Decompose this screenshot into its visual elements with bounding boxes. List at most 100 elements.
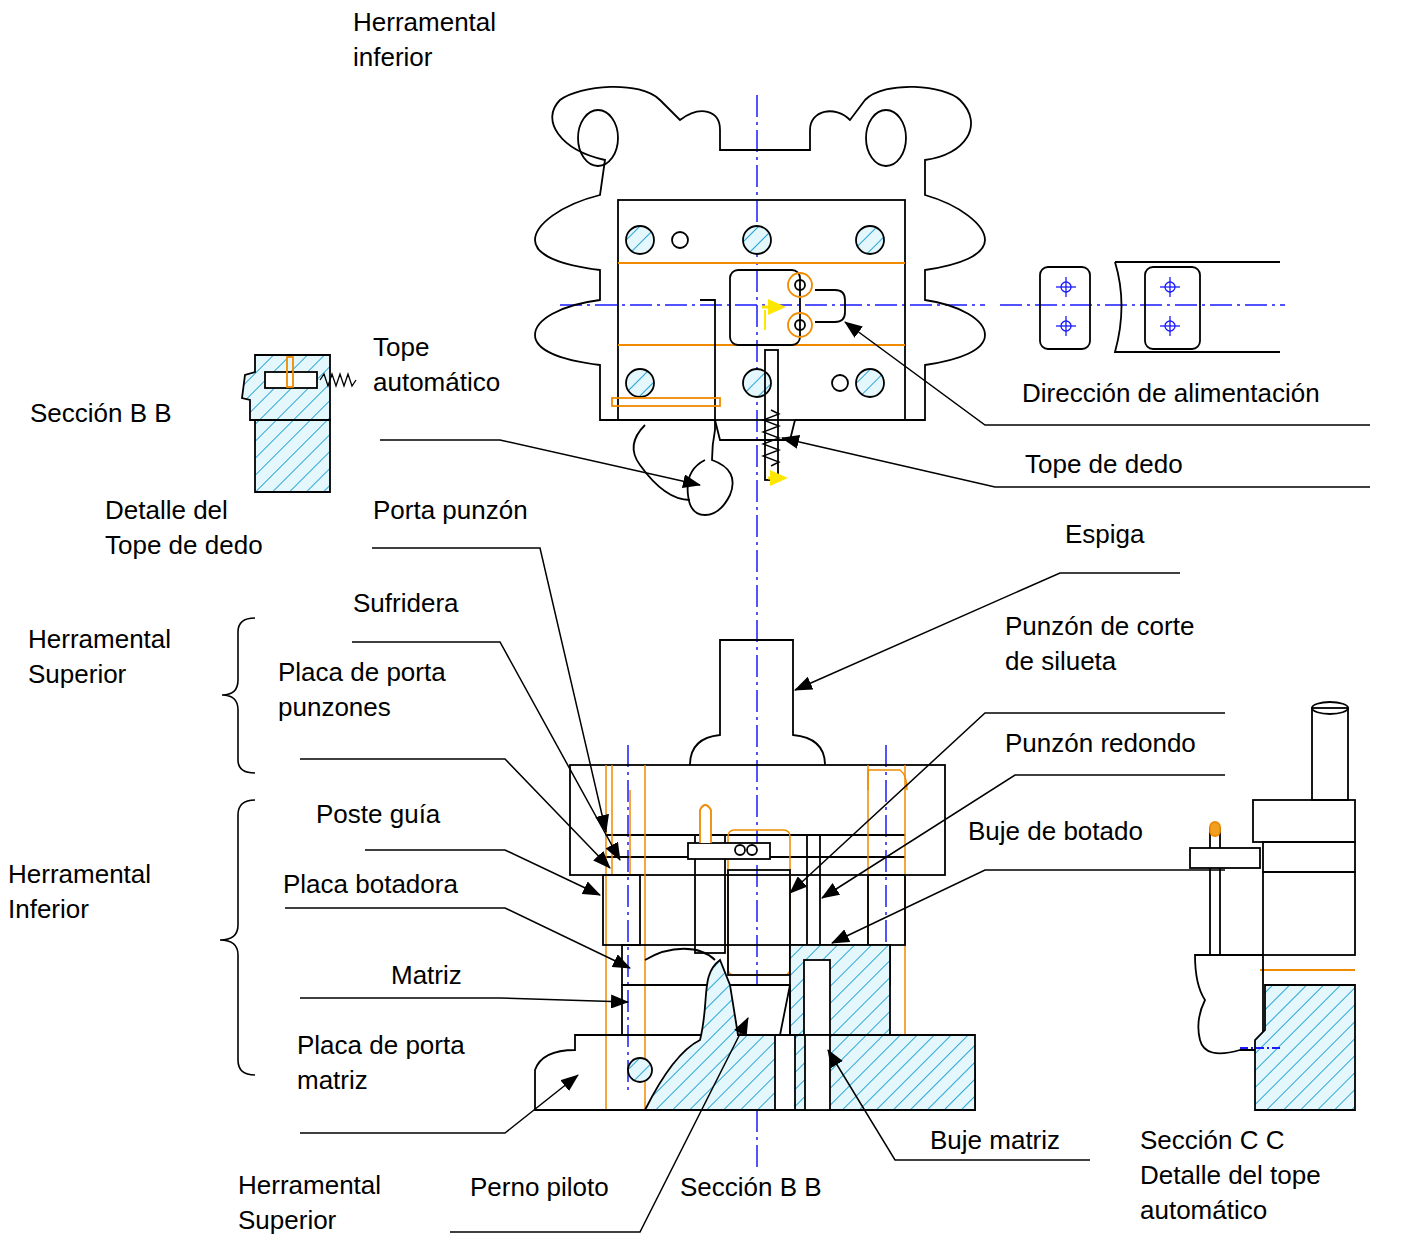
auto-stop-detail xyxy=(1263,842,1355,872)
leader-line xyxy=(300,759,610,868)
die-plan-view xyxy=(578,110,618,166)
part-label: Dirección de alimentación xyxy=(1022,376,1320,411)
die-section xyxy=(611,765,613,875)
die-plan-view xyxy=(856,369,884,397)
die-section xyxy=(535,640,975,1110)
strip-layout xyxy=(1056,277,1180,336)
die-plan-view xyxy=(626,226,884,397)
center-line xyxy=(1000,304,1285,306)
auto-stop-detail xyxy=(1312,708,1348,800)
part-label: Sufridera xyxy=(353,586,459,621)
brace xyxy=(220,800,255,1075)
die-section xyxy=(605,765,607,1110)
strip-layout xyxy=(1065,316,1066,336)
finger-stop-detail xyxy=(242,355,330,420)
brace xyxy=(222,618,255,773)
die-section xyxy=(690,640,825,765)
die-plan-view xyxy=(743,226,771,254)
finger-stop-detail xyxy=(287,357,293,387)
die-plan-view xyxy=(795,320,805,330)
die-section xyxy=(688,843,770,859)
auto-stop-detail xyxy=(1190,848,1260,868)
part-label: Tope de dedo xyxy=(1025,447,1183,482)
die-plan-view xyxy=(535,87,985,515)
leader-line xyxy=(300,998,628,1002)
die-section xyxy=(804,960,830,1035)
die-plan-view xyxy=(866,110,906,166)
part-label: Tope automático xyxy=(373,330,523,400)
die-plan-view xyxy=(856,226,884,254)
finger-stop-detail xyxy=(265,372,317,388)
strip-layout xyxy=(1040,262,1280,352)
die-section xyxy=(645,960,775,1110)
strip-layout xyxy=(1115,262,1280,352)
die-plan-view xyxy=(672,232,688,248)
die-section xyxy=(629,790,631,875)
leader-line xyxy=(782,438,1370,487)
die-plan-view xyxy=(535,87,985,440)
part-label: Placa de porta punzones xyxy=(278,655,473,725)
auto-stop-detail xyxy=(1210,828,1220,955)
leader-line xyxy=(380,440,700,485)
die-section xyxy=(790,945,890,1035)
auto-stop-detail xyxy=(1312,702,1348,714)
leader-line xyxy=(285,908,630,968)
die-section xyxy=(603,875,640,945)
die-plan-view xyxy=(612,398,720,406)
part-label: Herramental Inferior xyxy=(8,857,168,927)
die-plan-view xyxy=(795,280,805,290)
auto-stop-detail xyxy=(1240,1047,1280,1049)
part-label: Herramental inferior xyxy=(353,5,543,75)
center-line xyxy=(560,95,1285,1170)
die-section xyxy=(735,845,745,855)
die-section xyxy=(605,834,905,836)
part-label: Matriz xyxy=(391,958,462,993)
part-label: Sección C C xyxy=(1140,1123,1285,1158)
die-plan-view xyxy=(688,300,733,515)
leader-line xyxy=(845,322,1370,425)
auto-stop-detail xyxy=(1195,955,1263,1053)
leader-line xyxy=(285,322,1370,1232)
die-plan-view xyxy=(788,273,812,297)
strip-layout xyxy=(1145,267,1200,349)
die-plan-view xyxy=(626,226,654,254)
leader-line xyxy=(790,713,1225,893)
auto-stop-detail xyxy=(1263,872,1355,955)
part-label: Porta punzón xyxy=(373,493,528,528)
auto-stop-detail xyxy=(1255,985,1355,1110)
finger-stop-detail xyxy=(255,420,330,492)
die-section xyxy=(795,1035,975,1110)
strip-layout xyxy=(1040,267,1090,349)
leader-line xyxy=(832,870,1225,943)
die-plan-view xyxy=(743,369,771,397)
die-section xyxy=(868,770,907,790)
strip-layout xyxy=(1169,277,1170,297)
die-section xyxy=(700,805,711,843)
die-section xyxy=(805,1035,830,1110)
part-label: Herramental Superior xyxy=(28,622,188,692)
die-plan-view xyxy=(618,200,905,420)
part-label: Sección B B xyxy=(30,396,172,431)
part-label: Placa botadora xyxy=(283,867,458,902)
center-line xyxy=(560,304,985,306)
die-section xyxy=(728,870,790,975)
die-section xyxy=(645,949,715,960)
auto-stop-detail xyxy=(1253,800,1355,842)
part-label: Sección B B xyxy=(680,1170,822,1205)
die-plan-view xyxy=(815,290,845,322)
finger-stop-detail xyxy=(320,374,356,386)
die-plan-view xyxy=(764,310,766,330)
die-section xyxy=(628,1058,652,1082)
part-label: Buje matriz xyxy=(930,1123,1060,1158)
part-label: Punzón de corte de silueta xyxy=(1005,609,1220,679)
auto-stop-detail xyxy=(1260,969,1355,971)
finger-stop-detail xyxy=(242,355,356,492)
die-plan-view xyxy=(762,306,770,309)
strip-layout xyxy=(1065,277,1066,297)
part-label: Detalle del Tope de dedo xyxy=(105,493,290,563)
die-plan-view xyxy=(788,313,812,337)
die-plan-view xyxy=(768,477,772,480)
part-label: Perno piloto xyxy=(470,1170,609,1205)
die-plan-view xyxy=(634,425,690,500)
die-plan-view xyxy=(832,375,848,391)
